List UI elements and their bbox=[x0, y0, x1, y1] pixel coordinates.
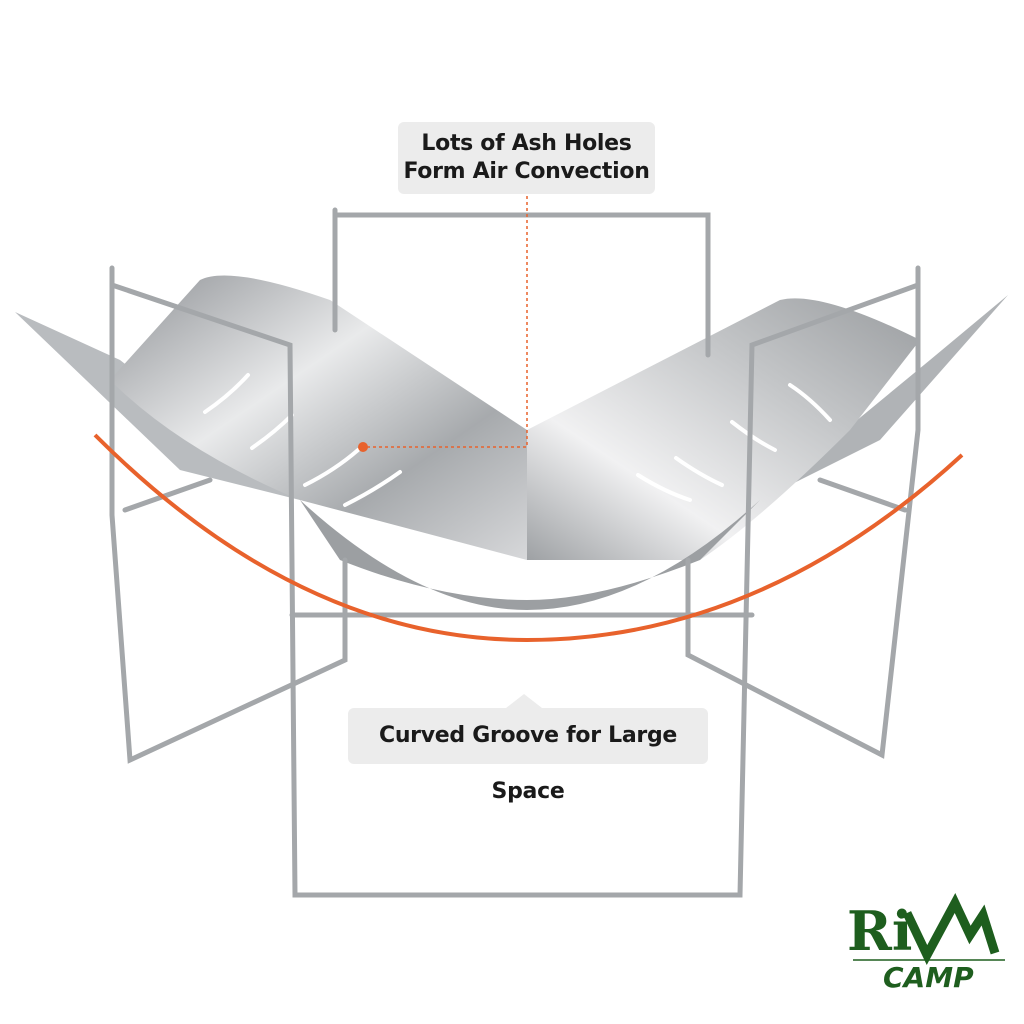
leader-line bbox=[363, 196, 528, 448]
ash-holes-callout: Lots of Ash Holes Form Air Convection bbox=[398, 122, 655, 194]
curve-indicator-arc bbox=[93, 433, 964, 643]
callout-line-1: Lots of Ash Holes bbox=[421, 131, 632, 156]
right-v-panel bbox=[527, 298, 920, 560]
callout-line-2: Form Air Convection bbox=[403, 159, 650, 184]
leader-dot bbox=[358, 442, 368, 452]
curved-groove-callout: Curved Groove for Large Space bbox=[348, 694, 708, 804]
svg-text:CAMP: CAMP bbox=[883, 961, 974, 994]
svg-text:Ri: Ri bbox=[847, 899, 912, 963]
brand-logo: Ri CAMP bbox=[847, 892, 1005, 994]
left-v-panel bbox=[110, 275, 527, 560]
curved-groove bbox=[300, 500, 760, 610]
